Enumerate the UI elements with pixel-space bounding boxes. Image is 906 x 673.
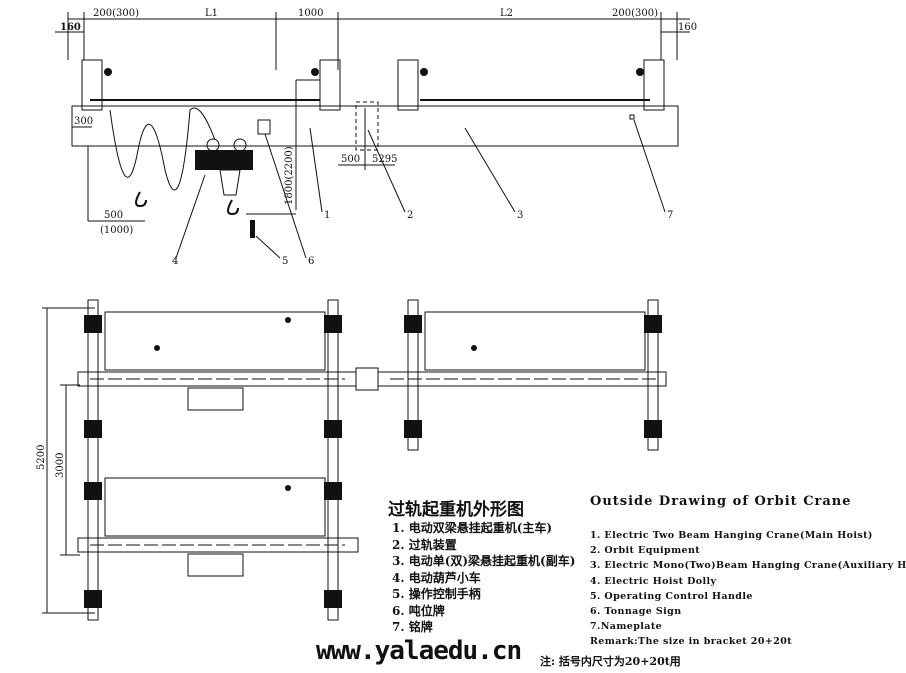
dim-lift: 1800(2200) bbox=[284, 146, 295, 205]
callout-1: 1 bbox=[324, 210, 330, 221]
dim-left-offset: 160 bbox=[60, 22, 81, 33]
crane-beam bbox=[71, 105, 679, 147]
legend-item: 2. Orbit Equipment bbox=[590, 545, 701, 557]
remark: Remark:The size in bracket 20+20t bbox=[590, 636, 792, 648]
legend-item: 4. Electric Hoist Dolly bbox=[590, 575, 717, 587]
legend-item: 7. 铭牌 bbox=[392, 620, 433, 634]
end-carriages bbox=[81, 59, 665, 111]
dim-orbit-a: 500 bbox=[341, 154, 360, 165]
dim-right-offset: 160 bbox=[678, 22, 697, 33]
note-chinese: 注: 括号内尺寸为20+20t用 bbox=[540, 655, 681, 668]
legend-item: 5. 操作控制手柄 bbox=[392, 587, 481, 601]
dim-hook-a: 500 bbox=[104, 210, 123, 221]
watermark: www.yalaedu.cn bbox=[316, 636, 522, 666]
legend-item: 1. 电动双梁悬挂起重机(主车) bbox=[392, 521, 553, 535]
dim-plan-total: 5200 bbox=[36, 445, 47, 470]
callouts: 1 2 3 4 5 6 7 bbox=[172, 119, 673, 267]
dim-mid: 1000 bbox=[298, 8, 323, 19]
electric-hoist bbox=[195, 150, 253, 170]
callout-6: 6 bbox=[308, 256, 314, 267]
callout-7: 7 bbox=[667, 210, 673, 221]
plan-view: 5200 3000 bbox=[36, 299, 667, 621]
legend-list-english: 1. Electric Two Beam Hanging Crane(Main … bbox=[590, 528, 906, 650]
elevation-view: 200(300) 160 L1 1000 L2 200(300) 160 500… bbox=[55, 8, 697, 267]
dim-plan-inner: 3000 bbox=[55, 453, 66, 478]
legend-item: 5. Operating Control Handle bbox=[590, 590, 753, 602]
dim-l2: L2 bbox=[500, 8, 513, 19]
legend-item: 4. 电动葫芦小车 bbox=[392, 570, 481, 585]
legend-item: 6. Tonnage Sign bbox=[590, 606, 682, 618]
legend-list-chinese: 1. 电动双梁悬挂起重机(主车) 2. 过轨装置 3. 电动单(双)梁悬挂起重机… bbox=[392, 520, 575, 636]
legend-item: 1. Electric Two Beam Hanging Crane(Main … bbox=[590, 530, 873, 541]
title-chinese: 过轨起重机外形图 bbox=[388, 500, 524, 520]
dim-orbit-b: 5295 bbox=[372, 154, 397, 165]
dim-hook-b: (1000) bbox=[100, 225, 133, 236]
legend-item: 6. 吨位牌 bbox=[392, 603, 445, 618]
legend-item: 3. Electric Mono(Two)Beam Hanging Crane(… bbox=[590, 560, 906, 572]
dim-right-span: 200(300) bbox=[612, 8, 658, 19]
callout-4: 4 bbox=[172, 256, 178, 267]
dim-l1: L1 bbox=[205, 8, 218, 19]
callout-2: 2 bbox=[407, 210, 413, 221]
callout-5: 5 bbox=[282, 256, 288, 267]
callout-3: 3 bbox=[517, 210, 523, 221]
legend-item: 2. 过轨装置 bbox=[392, 537, 457, 552]
title-english: Outside Drawing of Orbit Crane bbox=[590, 494, 852, 509]
dim-end-height: 300 bbox=[74, 116, 93, 127]
legend-item: 7.Nameplate bbox=[590, 621, 663, 633]
legend-item: 3. 电动单(双)梁悬挂起重机(副车) bbox=[392, 554, 576, 568]
dim-left-span: 200(300) bbox=[93, 8, 139, 19]
